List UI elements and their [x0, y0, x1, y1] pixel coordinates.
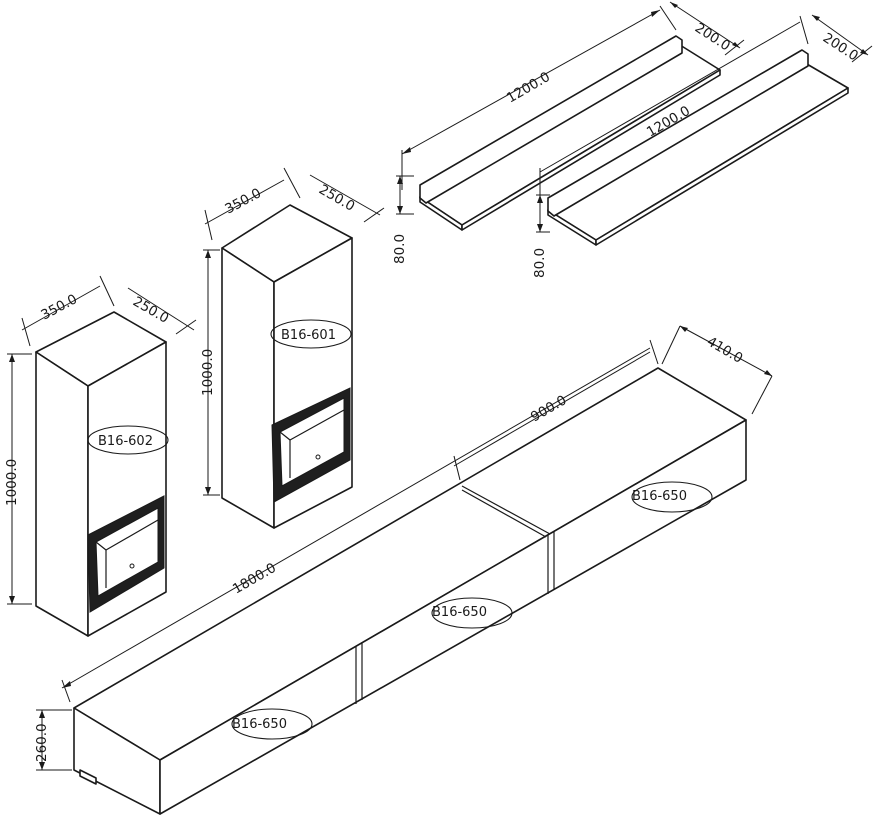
cabinet-1-height-label: 1000.0 — [200, 349, 216, 396]
tv-right-code: B16-650 — [632, 489, 687, 504]
shelf-2-height-label: 80.0 — [532, 248, 548, 278]
cabinet-1-dimensions — [203, 167, 385, 496]
cabinet-1-depth-label: 250.0 — [316, 182, 357, 215]
shelf-1-dimensions — [396, 1, 745, 215]
cabinet-2-niche-inner — [95, 507, 159, 597]
tv-unit-length-label: 1800.0 — [230, 560, 279, 597]
cabinet-1-niche-inner — [279, 397, 345, 487]
shelf-1-back-rail — [419, 35, 683, 204]
tv-unit-height-label: 260.0 — [34, 723, 50, 762]
tv-unit-dimensions — [36, 325, 773, 771]
cabinet-1-side — [221, 247, 275, 529]
wall-shelf-1 — [419, 35, 721, 231]
tv-unit-foot — [79, 769, 97, 785]
cabinet-1-code: B16-601 — [281, 328, 336, 343]
tv-unit — [73, 367, 747, 815]
tv-unit-top — [73, 367, 747, 761]
cabinet-2-depth-label: 250.0 — [130, 294, 171, 327]
shelf-1-depth-label: 200.0 — [692, 20, 733, 54]
cabinet-b16-602 — [35, 311, 167, 637]
cabinet-1-width-label: 350.0 — [222, 185, 264, 217]
cabinet-2-side — [35, 351, 89, 637]
shelf-2-back-rail — [547, 49, 809, 217]
cabinet-2-dimensions — [7, 275, 197, 605]
cabinet-2-code: B16-602 — [98, 434, 153, 449]
shelf-2-side-edge — [595, 87, 849, 246]
cabinet-2-width-label: 350.0 — [38, 291, 80, 323]
tv-unit-section-label: 900.0 — [528, 392, 569, 425]
tv-middle-code: B16-650 — [432, 605, 487, 620]
shelf-1-side-edge — [461, 69, 721, 231]
cabinet-b16-601 — [221, 204, 353, 529]
wall-shelf-2 — [547, 49, 849, 246]
tv-right-code-ellipse — [631, 481, 713, 513]
tv-left-code-ellipse — [231, 708, 313, 740]
shelf-1-length-label: 1200.0 — [504, 69, 553, 106]
tv-middle-code-ellipse — [431, 597, 513, 629]
shelf-2-dimensions — [536, 14, 873, 233]
cabinet-1-code-ellipse — [270, 319, 352, 349]
cabinet-2-height-label: 1000.0 — [4, 459, 20, 506]
tv-unit-front — [159, 419, 747, 815]
cabinet-2-code-ellipse — [87, 425, 169, 455]
tv-left-code: B16-650 — [232, 717, 287, 732]
tv-unit-depth-label: 410.0 — [704, 334, 745, 367]
shelf-1-height-label: 80.0 — [392, 234, 408, 264]
